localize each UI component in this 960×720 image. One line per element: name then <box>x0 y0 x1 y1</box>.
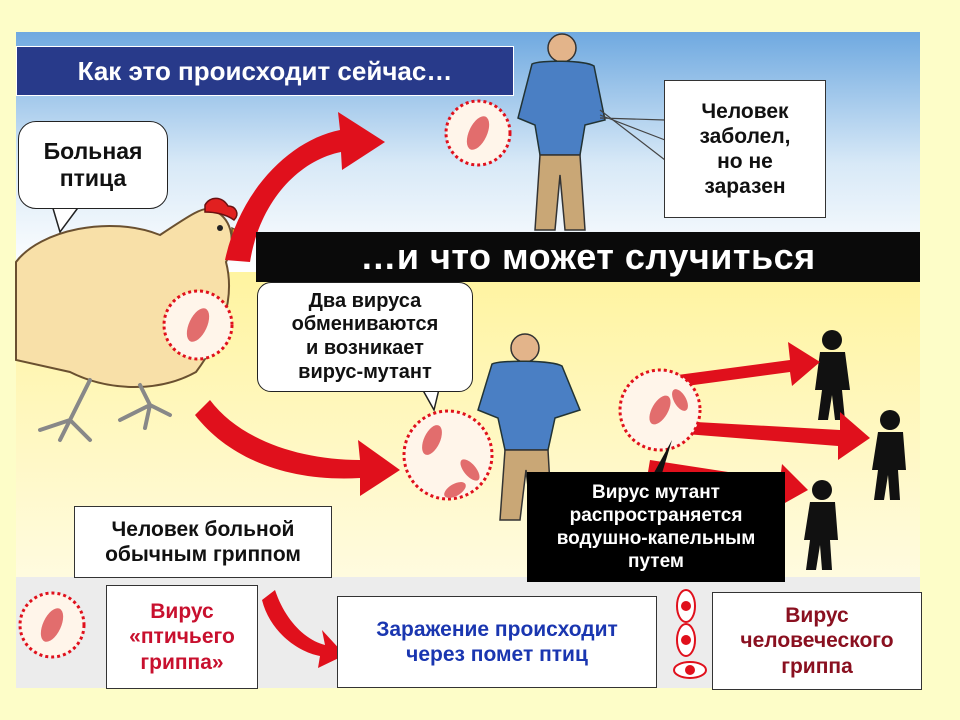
legend-bird-flu-virus: Вирус «птичьего гриппа» <box>106 585 258 689</box>
legend-infection-route: Заражение происходит через помет птиц <box>337 596 657 688</box>
label-sick-bird: Больная птица <box>18 121 168 209</box>
label-person-sick-not-contagious: Человек заболел, но не заразен <box>664 80 826 218</box>
legend-human-flu-virus: Вирус человеческого гриппа <box>712 592 922 690</box>
title-current-situation: Как это происходит сейчас… <box>16 46 514 96</box>
label-mutant-spreads: Вирус мутант распространяется водушно-ка… <box>527 472 785 582</box>
label-two-viruses-exchange: Два вируса обмениваются и возникает виру… <box>257 282 473 392</box>
label-person-regular-flu: Человек больной обычным гриппом <box>74 506 332 578</box>
title-what-may-happen: …и что может случиться <box>256 232 920 282</box>
